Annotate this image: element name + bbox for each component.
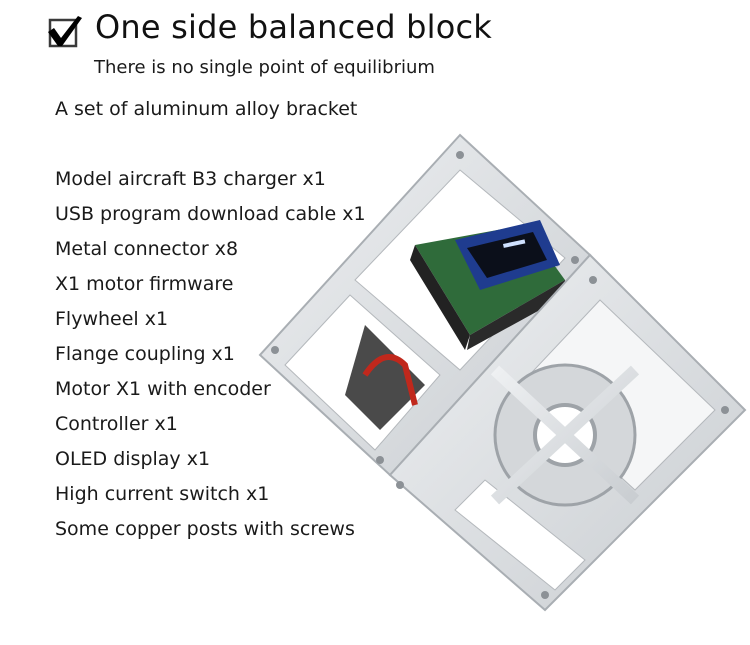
controller-board bbox=[410, 220, 567, 350]
list-item: High current switch x1 bbox=[55, 483, 270, 505]
screw-heads bbox=[271, 151, 729, 599]
list-item: Flywheel x1 bbox=[55, 308, 169, 330]
cube-right-face bbox=[388, 253, 747, 612]
list-item: Model aircraft B3 charger x1 bbox=[55, 168, 326, 190]
list-item: X1 motor firmware bbox=[55, 273, 234, 295]
page-subtitle: There is no single point of equilibrium bbox=[94, 57, 435, 78]
list-item: USB program download cable x1 bbox=[55, 203, 366, 225]
list-item-intro: A set of aluminum alloy bracket bbox=[55, 98, 358, 120]
page-title: One side balanced block bbox=[95, 8, 493, 46]
list-item: Flange coupling x1 bbox=[55, 343, 235, 365]
list-item: Some copper posts with screws bbox=[55, 518, 355, 540]
list-item: OLED display x1 bbox=[55, 448, 211, 470]
list-item: Motor X1 with encoder bbox=[55, 378, 271, 400]
package-contents-list: A set of aluminum alloy bracket Model ai… bbox=[55, 96, 366, 551]
list-item: Controller x1 bbox=[55, 413, 178, 435]
checked-box-icon bbox=[48, 16, 82, 48]
product-photo-cube bbox=[258, 133, 747, 612]
list-item: Metal connector x8 bbox=[55, 238, 239, 260]
